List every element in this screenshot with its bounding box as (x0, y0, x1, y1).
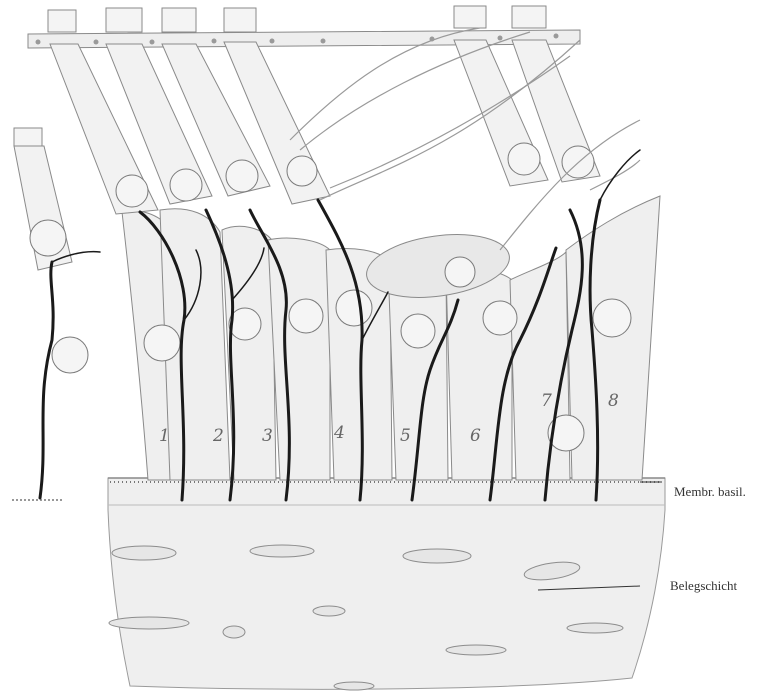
cell-number-1: 1 (159, 426, 170, 446)
belegschicht-label: Belegschicht (670, 578, 738, 593)
cell-number-5: 5 (400, 426, 411, 446)
belegschicht-layer (108, 478, 665, 689)
cell-number-8: 8 (608, 391, 619, 411)
cell-number-6: 6 (470, 426, 481, 446)
cell-number-3: 3 (262, 426, 273, 446)
membrana-basilaris-label: Membr. basil. (674, 484, 746, 499)
cell-number-2: 2 (212, 426, 224, 446)
cell-number-7: 7 (541, 391, 552, 411)
cell-number-4: 4 (333, 423, 345, 443)
